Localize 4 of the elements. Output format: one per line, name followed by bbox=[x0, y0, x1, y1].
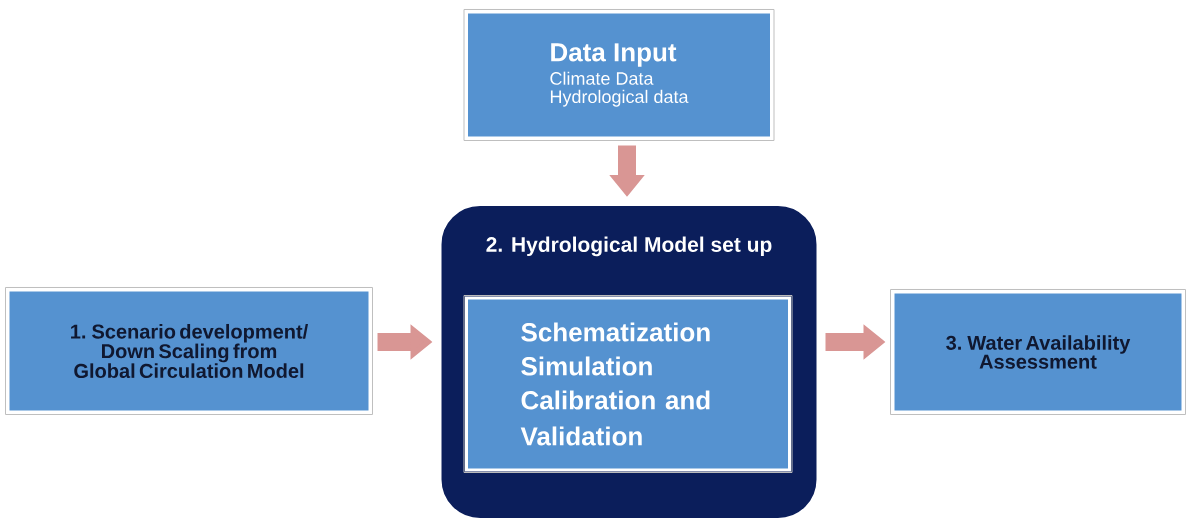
process-box: Schematization Simulation Calibration and Validation bbox=[465, 296, 791, 472]
input-box: Data Input Climate Data Hydrological data bbox=[465, 10, 773, 140]
process-box: 3. Water Availability Assessment bbox=[891, 290, 1185, 414]
process-box: 1. Scenario development/ Down Scaling from Global Circulation Model bbox=[6, 288, 372, 414]
